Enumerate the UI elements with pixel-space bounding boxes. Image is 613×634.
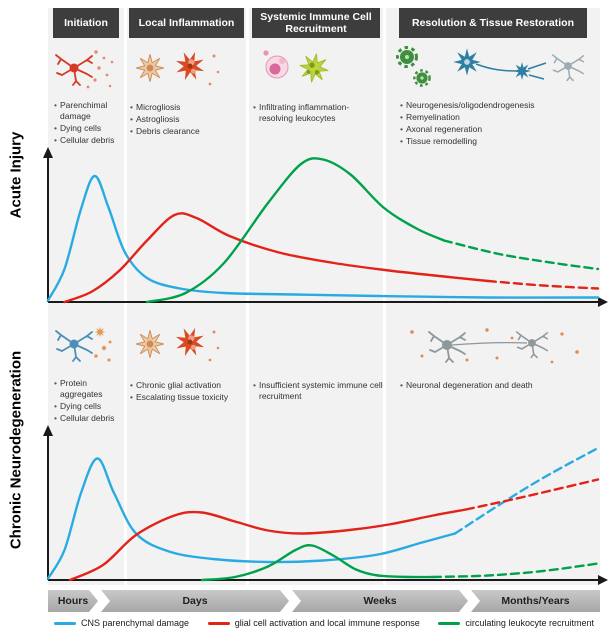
legend-label: CNS parenchymal damage bbox=[81, 618, 190, 628]
acute-initiation-icons bbox=[52, 42, 118, 99]
acute-injury-panel-title: Acute Injury bbox=[7, 131, 25, 219]
chronic-neurodegeneration-panel-title: Chronic Neurodegeneration bbox=[7, 350, 25, 550]
legend-label: glial cell activation and local immune r… bbox=[234, 618, 420, 628]
debris-dots-icon bbox=[208, 54, 220, 86]
acute-initiation-bullets: •Parenchimal damage•Dying cells•Cellular… bbox=[54, 100, 122, 147]
bullet-item: •Dying cells bbox=[54, 401, 102, 412]
activated-microglia-icon bbox=[136, 330, 164, 358]
regenerating-cells-icon bbox=[396, 46, 431, 87]
chronic-degeneration-icons bbox=[392, 318, 592, 377]
phase-band-local-inflammation bbox=[127, 8, 246, 585]
gray-neuron-icon bbox=[551, 54, 585, 82]
bullet-item: •Protein aggregates bbox=[54, 378, 103, 400]
blue-line-swatch-icon bbox=[54, 621, 76, 625]
bullet-item: •Cellular debris bbox=[54, 135, 115, 146]
inflammation-resolving-cell-icon bbox=[299, 53, 329, 83]
timeline-segment-weeks: Weeks bbox=[292, 590, 468, 612]
chronic-neurodegeneration-chart bbox=[43, 425, 608, 585]
bullet-item: •Remyelination bbox=[400, 112, 460, 123]
blue-neuron-network-icon bbox=[453, 48, 547, 80]
debris-dots-icon bbox=[208, 330, 220, 362]
acute-resolution-icons bbox=[392, 40, 592, 99]
phase-header-local-inflammation: Local Inflammation bbox=[129, 8, 244, 38]
chart-series-dashed bbox=[464, 478, 600, 511]
activated-microglia-icon bbox=[136, 54, 164, 82]
acute-systemic-icons bbox=[252, 42, 352, 99]
bullet-item: •Parenchimal damage bbox=[54, 100, 108, 122]
acute-local-inflammation-bullets: •Microgliosis •Astrogliosis•Debris cleara… bbox=[130, 102, 242, 138]
protein-aggregate-icon bbox=[94, 326, 112, 362]
chronic-initiation-bullets: •Protein aggregates•Dying cells•Cellular… bbox=[54, 378, 122, 425]
bullet-item: •Escalating tissue toxicity bbox=[130, 392, 229, 403]
acute-systemic-bullets: •Infiltrating inflammation-resolving leu… bbox=[253, 102, 379, 125]
timeline-segment-months-years: Months/Years bbox=[471, 590, 600, 612]
blue-neuron-icon bbox=[55, 330, 93, 362]
bullet-item: •Infiltrating inflammation-resolving leu… bbox=[253, 102, 350, 124]
chronic-degeneration-bullets: •Neuronal degeneration and death bbox=[400, 380, 596, 392]
legend-label: circulating leukocyte recruitment bbox=[465, 618, 594, 628]
x-axis-arrow-icon bbox=[598, 575, 608, 585]
chronic-local-inflammation-icons bbox=[128, 318, 228, 375]
chart-series bbox=[63, 212, 490, 304]
chart-series bbox=[46, 457, 457, 580]
leukocyte-icon bbox=[263, 50, 289, 79]
chart-series bbox=[145, 157, 446, 304]
chart-series bbox=[68, 508, 468, 582]
bullet-item: •Debris clearance bbox=[130, 126, 200, 137]
chart-series-dashed bbox=[486, 279, 600, 290]
chronic-local-inflammation-bullets: •Chronic glial activation •Escalating tis… bbox=[130, 380, 242, 404]
phase-header-initiation: Initiation bbox=[53, 8, 119, 38]
legend-item-leukocyte-recruitment: circulating leukocyte recruitment bbox=[438, 618, 594, 628]
bullet-item: •Axonal regeneration bbox=[400, 124, 483, 135]
y-axis-arrow-icon bbox=[43, 147, 53, 158]
legend-item-parenchymal-damage: CNS parenchymal damage bbox=[54, 618, 189, 628]
amoeboid-microglia-icon bbox=[175, 327, 205, 357]
acute-local-inflammation-icons bbox=[128, 42, 228, 99]
degenerating-neurons-icon bbox=[428, 331, 549, 363]
bullet-item: •Chronic glial activation bbox=[130, 380, 222, 390]
bullet-item: •Cellular debris bbox=[54, 413, 115, 424]
bullet-item: •Neurogenesis/oligodendrogenesis bbox=[400, 100, 535, 110]
legend-item-glial-activation: glial cell activation and local immune r… bbox=[207, 618, 420, 628]
timeline-segment-days: Days bbox=[101, 590, 289, 612]
chart-series-dashed bbox=[431, 562, 600, 579]
bullet-item: •Astrogliosis bbox=[130, 114, 180, 125]
chart-legend: CNS parenchymal damage glial cell activa… bbox=[48, 614, 600, 632]
timeline-segment-hours: Hours bbox=[48, 590, 98, 612]
timeline-bar: Hours Days Weeks Months/Years bbox=[48, 590, 600, 612]
chronic-initiation-icons bbox=[52, 318, 118, 375]
chronic-systemic-bullets: •Insufficient systemic immune cell recru… bbox=[253, 380, 383, 403]
acute-resolution-bullets: •Neurogenesis/oligodendrogenesis •Remyeli… bbox=[400, 100, 596, 148]
chart-series-dashed bbox=[442, 239, 600, 271]
x-axis-arrow-icon bbox=[598, 297, 608, 307]
bullet-item: •Microgliosis bbox=[130, 102, 181, 112]
acute-injury-chart bbox=[43, 147, 608, 307]
chart-series-dashed bbox=[453, 446, 600, 535]
red-line-swatch-icon bbox=[207, 621, 230, 625]
bullet-item: •Dying cells bbox=[54, 123, 102, 134]
bullet-item: •Insufficient systemic immune cell recru… bbox=[253, 380, 383, 402]
green-line-swatch-icon bbox=[438, 621, 461, 625]
cellular-debris-dots-icon bbox=[86, 50, 114, 89]
damaged-neuron-icon bbox=[55, 54, 93, 86]
chart-series bbox=[46, 174, 600, 302]
debris-dots-icon bbox=[410, 328, 579, 364]
bullet-item: •Tissue remodelling bbox=[400, 136, 478, 147]
chart-series bbox=[200, 544, 435, 582]
phase-header-systemic-recruitment: Systemic Immune Cell Recruitment bbox=[252, 8, 380, 38]
y-axis-arrow-icon bbox=[43, 425, 53, 436]
phase-header-resolution: Resolution & Tissue Restoration bbox=[399, 8, 587, 38]
amoeboid-microglia-icon bbox=[175, 51, 205, 81]
bullet-item: •Neuronal degeneration and death bbox=[400, 380, 533, 390]
